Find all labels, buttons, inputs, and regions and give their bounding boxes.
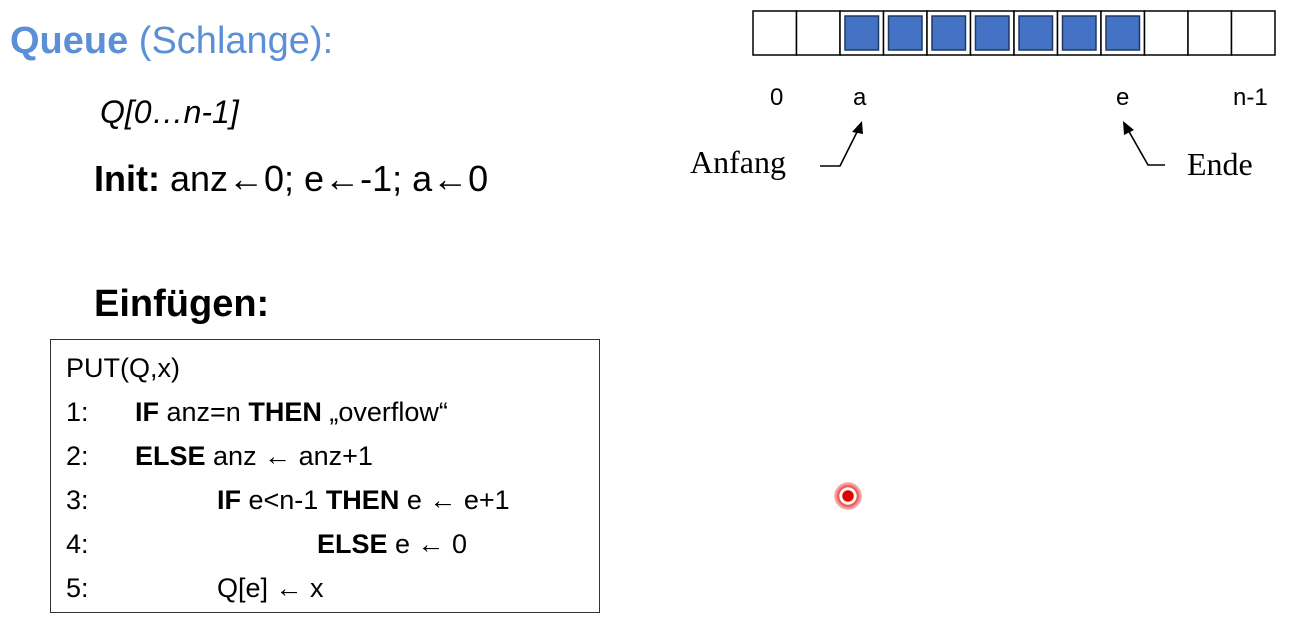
array-cell bbox=[795, 10, 841, 56]
array-cell-filled bbox=[1018, 15, 1054, 51]
code-segment: Q[e] ← x bbox=[217, 573, 324, 603]
index-label-n-minus-1: n-1 bbox=[1233, 84, 1268, 111]
code-header: PUT(Q,x) bbox=[66, 353, 180, 383]
array-cell-filled bbox=[931, 15, 967, 51]
index-label-e: e bbox=[1116, 84, 1130, 111]
code-segment: e<n-1 bbox=[241, 485, 326, 515]
init-label: Init: bbox=[94, 158, 160, 199]
slide-title: Queue (Schlange): bbox=[10, 20, 333, 63]
init-text: anz←0; e←-1; a←0 bbox=[159, 158, 489, 199]
line-number: 1: bbox=[66, 397, 89, 427]
array-cell-filled bbox=[887, 15, 923, 51]
code-segment: e ← 0 bbox=[387, 529, 468, 559]
array-cell-filled bbox=[844, 15, 880, 51]
ende-arrow-icon bbox=[1123, 121, 1165, 166]
code-text: IF e<n-1 THEN e ← e+1 bbox=[217, 484, 510, 516]
array-cell bbox=[752, 10, 798, 56]
init-line: Init: anz←0; e←-1; a←0 bbox=[94, 158, 488, 200]
ende-label: Ende bbox=[1187, 146, 1253, 182]
code-text: Q[e] ← x bbox=[217, 572, 324, 604]
pseudocode-box: PUT(Q,x) 1: IF anz=n THEN „overflow“ 2: … bbox=[50, 339, 600, 613]
code-keyword: ELSE bbox=[317, 529, 388, 559]
code-keyword: IF bbox=[135, 397, 159, 427]
code-keyword: ELSE bbox=[135, 441, 206, 471]
title-subtitle: (Schlange): bbox=[128, 20, 334, 62]
title-queue: Queue bbox=[10, 20, 129, 62]
line-number: 3: bbox=[66, 485, 89, 515]
array-cell-filled bbox=[1061, 15, 1097, 51]
array-cell-filled bbox=[974, 15, 1010, 51]
array-cell bbox=[1230, 10, 1276, 56]
index-label-zero: 0 bbox=[770, 84, 784, 111]
index-label-a: a bbox=[853, 84, 867, 111]
line-number: 4: bbox=[66, 529, 89, 559]
insert-heading: Einfügen: bbox=[94, 283, 270, 325]
code-keyword: IF bbox=[217, 485, 241, 515]
array-cell bbox=[1187, 10, 1233, 56]
code-keyword: THEN bbox=[248, 397, 322, 427]
code-text: ELSE anz ← anz+1 bbox=[135, 440, 373, 472]
code-segment: e ← e+1 bbox=[399, 485, 510, 515]
line-number: 5: bbox=[66, 573, 89, 603]
code-segment: „overflow“ bbox=[321, 397, 448, 427]
code-segment: anz=n bbox=[159, 397, 249, 427]
anfang-arrow-icon bbox=[820, 121, 863, 167]
array-cell bbox=[1143, 10, 1189, 56]
code-text: IF anz=n THEN „overflow“ bbox=[135, 396, 448, 428]
anfang-label: Anfang bbox=[690, 144, 786, 180]
laser-pointer-dot bbox=[834, 482, 862, 510]
queue-array bbox=[752, 10, 1276, 56]
code-segment: anz ← anz+1 bbox=[205, 441, 373, 471]
array-declaration: Q[0…n-1] bbox=[100, 94, 239, 130]
array-cell-filled bbox=[1105, 15, 1141, 51]
code-keyword: THEN bbox=[325, 485, 400, 515]
line-number: 2: bbox=[66, 441, 89, 471]
code-text: ELSE e ← 0 bbox=[317, 528, 467, 560]
